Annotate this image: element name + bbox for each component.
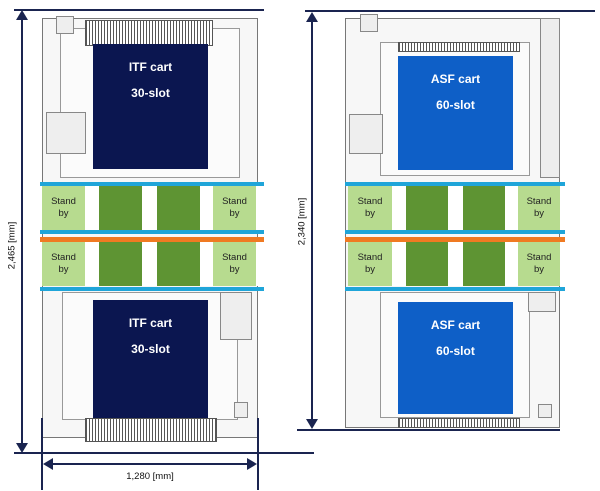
asf-top-hinge	[360, 14, 378, 32]
asf-left-panel	[349, 114, 383, 154]
asf-bottom-grill	[398, 418, 520, 428]
asf-bottom-cart: ASF cart 60-slot	[398, 302, 513, 414]
asf-row-2: Stand by Stand by	[348, 242, 562, 286]
asf-height-arrow-up	[306, 12, 318, 22]
itf-row1-active-2	[157, 186, 200, 230]
asf-height-arrow-down	[306, 419, 318, 429]
itf-width-arrow-right	[247, 458, 257, 470]
asf-row1-active-2	[463, 186, 505, 230]
itf-bottom-cart: ITF cart 30-slot	[93, 300, 208, 418]
asf-bottom-cart-name: ASF cart	[430, 318, 481, 332]
asf-height-bottom-extension	[297, 429, 560, 431]
asf-rail-2	[345, 230, 565, 234]
itf-row2-standby-left: Stand by	[42, 242, 85, 286]
itf-row1-standby-right: Stand by	[213, 186, 256, 230]
itf-row2-standby-right: Stand by	[213, 242, 256, 286]
asf-bottom-hinge	[538, 404, 552, 418]
itf-width-right-extension	[257, 418, 259, 490]
itf-rail-1	[40, 182, 264, 186]
itf-row-2: Stand by Stand by	[42, 242, 262, 286]
itf-width-label: 1,280 [mm]	[126, 471, 174, 482]
itf-rail-2	[40, 230, 264, 234]
asf-row2-standby-left: Stand by	[348, 242, 392, 286]
itf-height-label: 2,465 [mm]	[6, 221, 18, 270]
asf-row2-active-2	[463, 242, 505, 286]
asf-height-top-extension	[305, 10, 595, 12]
itf-left-panel	[46, 112, 86, 154]
itf-bottom-grill	[85, 418, 217, 442]
itf-bottom-cart-name: ITF cart	[128, 316, 173, 330]
asf-height-label: 2,340 [mm]	[296, 197, 308, 246]
asf-bottom-cart-slots: 60-slot	[436, 344, 475, 358]
itf-width-arrow-line	[48, 463, 252, 465]
asf-rail-1	[345, 182, 565, 186]
itf-height-arrow-line	[21, 16, 23, 446]
asf-row1-standby-right: Stand by	[518, 186, 560, 230]
itf-top-hinge	[56, 16, 74, 34]
itf-row1-standby-left: Stand by	[42, 186, 85, 230]
itf-height-arrow-down	[16, 443, 28, 453]
itf-bottom-hinge	[234, 402, 248, 418]
asf-rail-orange	[345, 237, 565, 242]
asf-right-panel	[528, 292, 556, 312]
itf-top-cart-slots: 30-slot	[131, 86, 170, 100]
itf-height-top-extension	[14, 9, 264, 11]
asf-right-tower	[540, 18, 560, 178]
asf-row2-active-1	[406, 242, 448, 286]
asf-row-1: Stand by Stand by	[348, 186, 562, 230]
asf-height-arrow-line	[311, 18, 313, 422]
itf-rail-orange	[40, 237, 264, 242]
itf-top-grill	[85, 20, 213, 46]
itf-top-cart: ITF cart 30-slot	[93, 44, 208, 169]
itf-row1-active-1	[99, 186, 142, 230]
asf-row1-standby-left: Stand by	[348, 186, 392, 230]
itf-top-cart-name: ITF cart	[128, 60, 173, 74]
itf-rail-3	[40, 287, 264, 291]
itf-height-bottom-extension	[14, 452, 314, 454]
itf-bottom-cart-slots: 30-slot	[131, 342, 170, 356]
itf-row2-active-2	[157, 242, 200, 286]
itf-width-arrow-left	[43, 458, 53, 470]
asf-top-grill	[398, 42, 520, 52]
itf-right-panel	[220, 292, 252, 340]
asf-top-cart-name: ASF cart	[430, 72, 481, 86]
asf-rail-3	[345, 287, 565, 291]
itf-row-1: Stand by Stand by	[42, 186, 262, 230]
itf-row2-active-1	[99, 242, 142, 286]
asf-row2-standby-right: Stand by	[518, 242, 560, 286]
asf-row1-active-1	[406, 186, 448, 230]
asf-top-cart-slots: 60-slot	[436, 98, 475, 112]
itf-height-arrow-up	[16, 10, 28, 20]
asf-top-cart: ASF cart 60-slot	[398, 56, 513, 170]
itf-width-left-extension	[41, 418, 43, 490]
